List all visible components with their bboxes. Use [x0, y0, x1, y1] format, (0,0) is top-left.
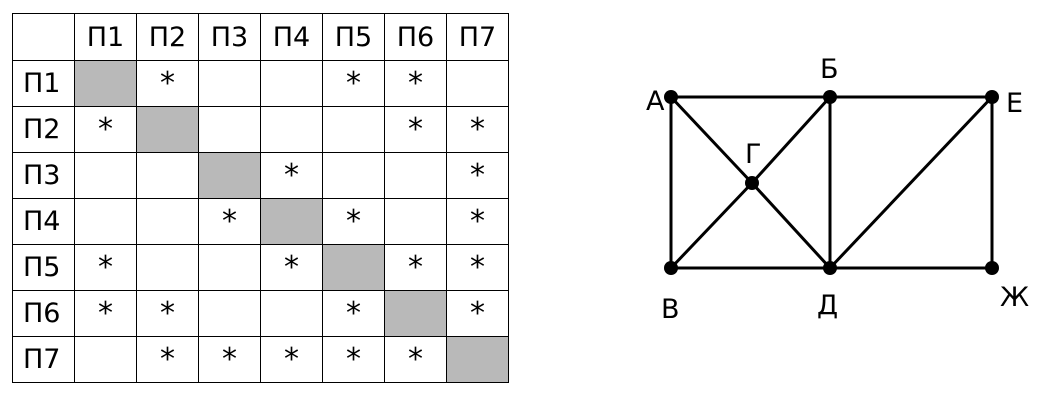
matrix-cell: * [384, 336, 447, 383]
edge-G-V [669, 181, 754, 270]
diagonal-cell [198, 152, 261, 199]
matrix-cell [384, 152, 447, 199]
node-label: А [646, 86, 665, 117]
node-E [985, 90, 999, 104]
node-B [823, 90, 837, 104]
node-V [664, 261, 678, 275]
matrix-cell: * [446, 198, 509, 245]
row-header: П4 [12, 198, 75, 245]
matrix-cell [136, 244, 199, 291]
row-header: П2 [12, 106, 75, 153]
table-row: П1*** [12, 60, 509, 107]
diagonal-cell [384, 290, 447, 337]
matrix-cell: * [198, 336, 261, 383]
matrix-cell: * [384, 106, 447, 153]
table-row: П2*** [12, 106, 509, 153]
matrix-cell: * [322, 336, 385, 383]
matrix-cell: * [74, 290, 137, 337]
diagonal-cell [446, 336, 509, 383]
column-header: П7 [446, 13, 509, 61]
matrix-cell: * [260, 244, 323, 291]
table-row: П7***** [12, 336, 509, 383]
table-row: П6**** [12, 290, 509, 337]
matrix-cell [322, 152, 385, 199]
matrix-cell [136, 152, 199, 199]
row-header: П6 [12, 290, 75, 337]
row-header: П7 [12, 336, 75, 383]
node-label: Д [817, 290, 838, 321]
node-label: Г [745, 139, 761, 170]
node-label: Б [820, 54, 839, 85]
matrix-cell: * [446, 244, 509, 291]
node-A [664, 90, 678, 104]
edge-D-E [828, 95, 994, 270]
matrix-cell [74, 336, 137, 383]
matrix-cell: * [198, 198, 261, 245]
matrix-cell: * [322, 60, 385, 107]
column-header: П4 [260, 13, 323, 61]
node-label: Ж [1000, 282, 1029, 313]
column-header: П5 [322, 13, 385, 61]
corner-cell [12, 13, 75, 61]
matrix-cell [260, 60, 323, 107]
node-label: Е [1006, 88, 1023, 119]
matrix-cell [136, 198, 199, 245]
diagonal-cell [74, 60, 137, 107]
column-header: П3 [198, 13, 261, 61]
node-D [823, 261, 837, 275]
matrix-cell [74, 152, 137, 199]
matrix-cell [198, 244, 261, 291]
diagonal-cell [136, 106, 199, 153]
table-row: П5**** [12, 244, 509, 291]
node-G [745, 176, 759, 190]
edge-G-D [750, 181, 832, 270]
matrix-cell: * [322, 198, 385, 245]
edge-B-G [750, 95, 832, 185]
matrix-cell: * [136, 290, 199, 337]
column-header: П6 [384, 13, 447, 61]
matrix-cell: * [74, 244, 137, 291]
row-header: П1 [12, 60, 75, 107]
row-header: П5 [12, 244, 75, 291]
table-row: П3** [12, 152, 509, 199]
matrix-cell: * [446, 290, 509, 337]
node-label: В [661, 294, 680, 325]
matrix-cell: * [260, 336, 323, 383]
table-row: П4 * * * [12, 198, 509, 245]
node-Zh [985, 261, 999, 275]
edge-A-G [669, 95, 754, 185]
